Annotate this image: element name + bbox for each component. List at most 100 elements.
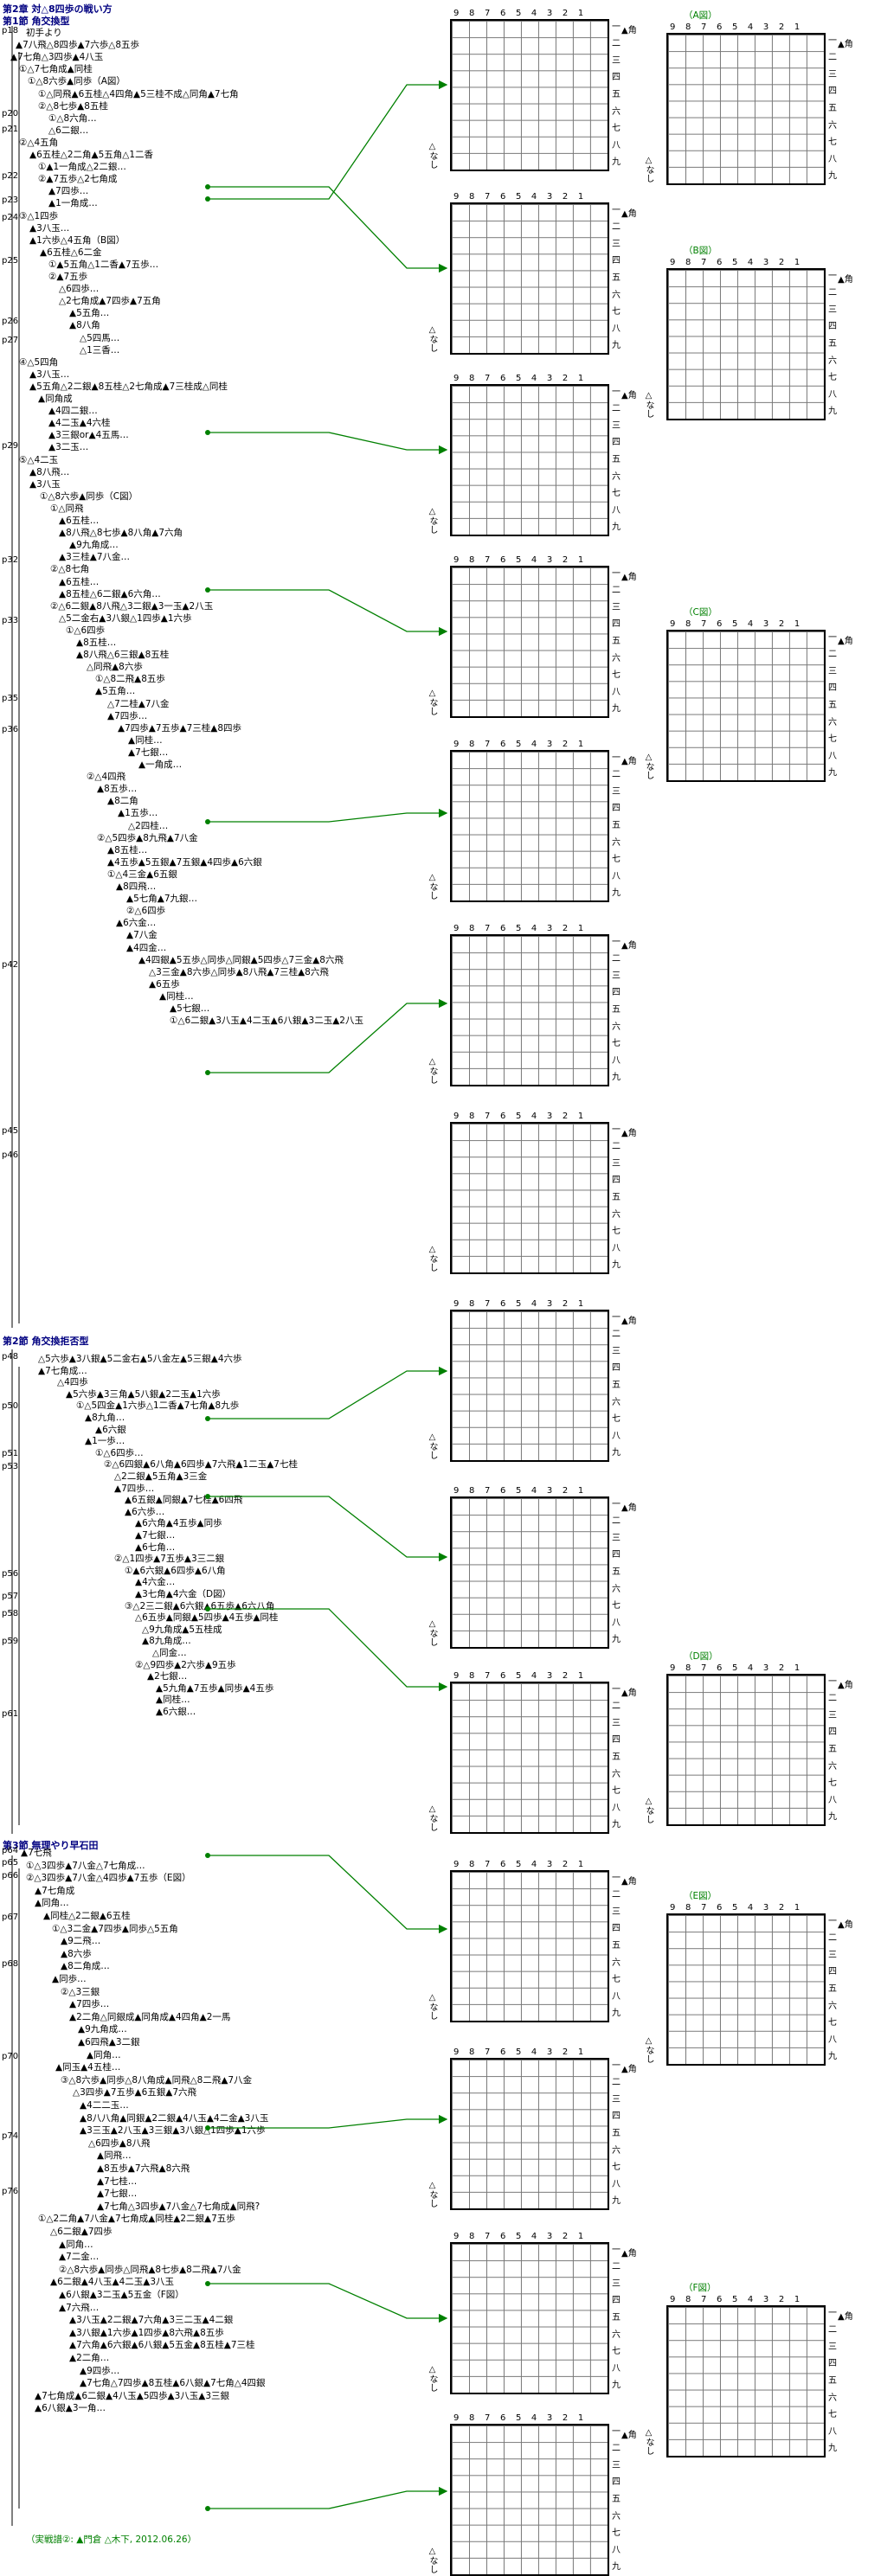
file-numbers: 9 8 7 6 5 4 3 2 1: [670, 2295, 801, 2304]
move-line: ▲2七銀…: [147, 1671, 188, 1682]
file-numbers: 9 8 7 6 5 4 3 2 1: [670, 1663, 801, 1673]
move-line: ②△4四飛: [87, 772, 126, 783]
move-line: ▲6六歩…: [125, 1506, 165, 1517]
gote-hand: △なし: [428, 325, 437, 352]
move-line: △2七角成▲7四歩▲7五角: [59, 296, 161, 307]
move-line: ②▲7五歩△2七角成: [38, 174, 118, 185]
move-line: ▲1六歩△4五角（B図）: [29, 234, 125, 246]
move-line: ①▲5五角△1二香▲7五歩…: [48, 259, 159, 270]
move-line: ▲7二金…: [59, 2252, 100, 2263]
board-grid: [452, 2060, 608, 2208]
page-number: p20: [2, 109, 19, 119]
page-number: p35: [2, 694, 19, 703]
link-dot: [205, 819, 210, 824]
move-line: ▲6八銀▲3一角…: [35, 2403, 106, 2414]
file-numbers: 9 8 7 6 5 4 3 2 1: [453, 2232, 584, 2241]
move-line: ▲6五桂…: [59, 516, 100, 526]
diagram-link-arrow: [208, 998, 448, 1073]
file-numbers: 9 8 7 6 5 4 3 2 1: [453, 1486, 584, 1496]
move-line: ▲5七銀…: [170, 1003, 210, 1014]
figure-label: （A図）: [684, 10, 717, 21]
board-grid: [452, 2244, 608, 2393]
move-line: ▲8九角成…: [142, 1636, 191, 1647]
move-line: ▲7四歩…: [48, 186, 89, 197]
move-line: ▲4六金…: [135, 1577, 176, 1588]
move-line: ▲7八金: [126, 930, 158, 941]
move-line: ▲3八玉: [29, 478, 61, 490]
move-line: ▲3三桂▲7八金…: [59, 552, 131, 563]
page-number: p26: [2, 317, 19, 326]
shogi-board: [666, 2305, 826, 2457]
move-line: ▲7七銀…: [97, 2188, 138, 2200]
move-line: ▲7四歩…: [107, 710, 148, 721]
file-numbers: 9 8 7 6 5 4 3 2 1: [453, 555, 584, 565]
sente-hand: ▲角: [621, 1129, 637, 1138]
move-line: ②▲7五歩: [48, 272, 88, 282]
move-line: △2二銀▲5五角▲3三金: [114, 1471, 208, 1482]
sente-hand: ▲角: [621, 26, 637, 35]
file-numbers: 9 8 7 6 5 4 3 2 1: [670, 1903, 801, 1913]
move-line: ▲3八玉…: [29, 222, 70, 234]
move-line: △9九角成▲5五桂成: [142, 1624, 222, 1635]
move-line: ▲4四二銀…: [48, 406, 98, 417]
page-number: p23: [2, 195, 19, 205]
sente-hand: ▲角: [621, 2249, 637, 2259]
page-number: p24: [2, 213, 19, 222]
link-dot: [205, 587, 210, 593]
page-number: p48: [2, 1352, 19, 1362]
shogi-board: [450, 202, 609, 355]
move-line: ▲8五桂△6二銀▲6六角…: [59, 588, 161, 599]
link-dot: [205, 2281, 210, 2286]
shogi-board: [450, 750, 609, 902]
page-number: p25: [2, 256, 19, 266]
move-line: ▲8八飛△8七歩▲8八角▲7六角: [59, 528, 183, 539]
diagram-link-arrow: [208, 432, 448, 455]
move-line: ▲7七銀…: [128, 747, 169, 758]
page-number: p58: [2, 1609, 19, 1618]
move-line: ①△5四金▲1六歩△1二香▲7七角▲8九歩: [76, 1400, 240, 1412]
move-line: ▲7七角△3四歩▲4八玉: [10, 52, 104, 63]
move-line: ②△8七角: [50, 564, 90, 575]
sente-hand: ▲角: [838, 1920, 853, 1930]
move-line: ▲7七角△7四歩▲8五桂▲6八銀▲7七角△4四銀: [80, 2378, 266, 2389]
move-line: ①△3二金▲7四歩▲同歩△5五角: [52, 1923, 178, 1934]
gote-hand: △なし: [428, 1057, 437, 1084]
move-line: △5二金右▲3八銀△1四歩▲1六歩: [59, 612, 192, 624]
move-line: ▲8六歩: [61, 1948, 92, 1959]
page-number: p68: [2, 1959, 19, 1969]
move-line: ▲4四金…: [126, 942, 167, 953]
diagram-link-arrow: [208, 2283, 448, 2323]
board-grid: [668, 270, 824, 419]
move-line: ▲3八玉▲2二銀▲7六角▲3三二玉▲4二銀: [69, 2315, 234, 2326]
diagram-link-arrow: [208, 2114, 448, 2129]
shogi-board: [450, 566, 609, 718]
move-line: ②△3三銀: [61, 1986, 100, 1997]
link-dot: [205, 1416, 210, 1421]
move-line: △1三香…: [80, 344, 120, 356]
shogi-board: [450, 2424, 609, 2576]
sente-hand: ▲角: [621, 1503, 637, 1513]
move-line: ▲2二角△同銀成▲同角成▲4四角▲2一馬: [69, 2011, 231, 2022]
page-number: p53: [2, 1462, 19, 1471]
move-line: ▲7四歩▲7五歩▲7三桂▲8四歩: [118, 722, 242, 734]
gote-hand: △なし: [644, 1797, 653, 1823]
gote-hand: △なし: [428, 1245, 437, 1272]
file-numbers: 9 8 7 6 5 4 3 2 1: [453, 1860, 584, 1869]
gote-hand: △なし: [428, 1432, 437, 1459]
section-title: 第1節 角交換型: [3, 16, 70, 27]
shogi-board: [450, 1496, 609, 1649]
gote-hand: △なし: [644, 753, 653, 779]
move-line: ▲同角…: [87, 2049, 121, 2060]
sente-hand: ▲角: [621, 1877, 637, 1887]
board-grid: [452, 1311, 608, 1460]
move-line: ▲6六銀…: [156, 1707, 196, 1717]
link-dot: [205, 1606, 210, 1612]
move-line: ▲同角…: [59, 2239, 93, 2250]
board-grid: [452, 204, 608, 353]
page-number: p56: [2, 1569, 19, 1579]
figure-label: （D図）: [684, 1651, 718, 1662]
move-line: ▲同角成: [38, 394, 73, 404]
move-line: ②△3四歩▲7八金△4四歩▲7五歩（E図）: [26, 1873, 191, 1884]
move-line: △4四歩: [57, 1377, 88, 1388]
